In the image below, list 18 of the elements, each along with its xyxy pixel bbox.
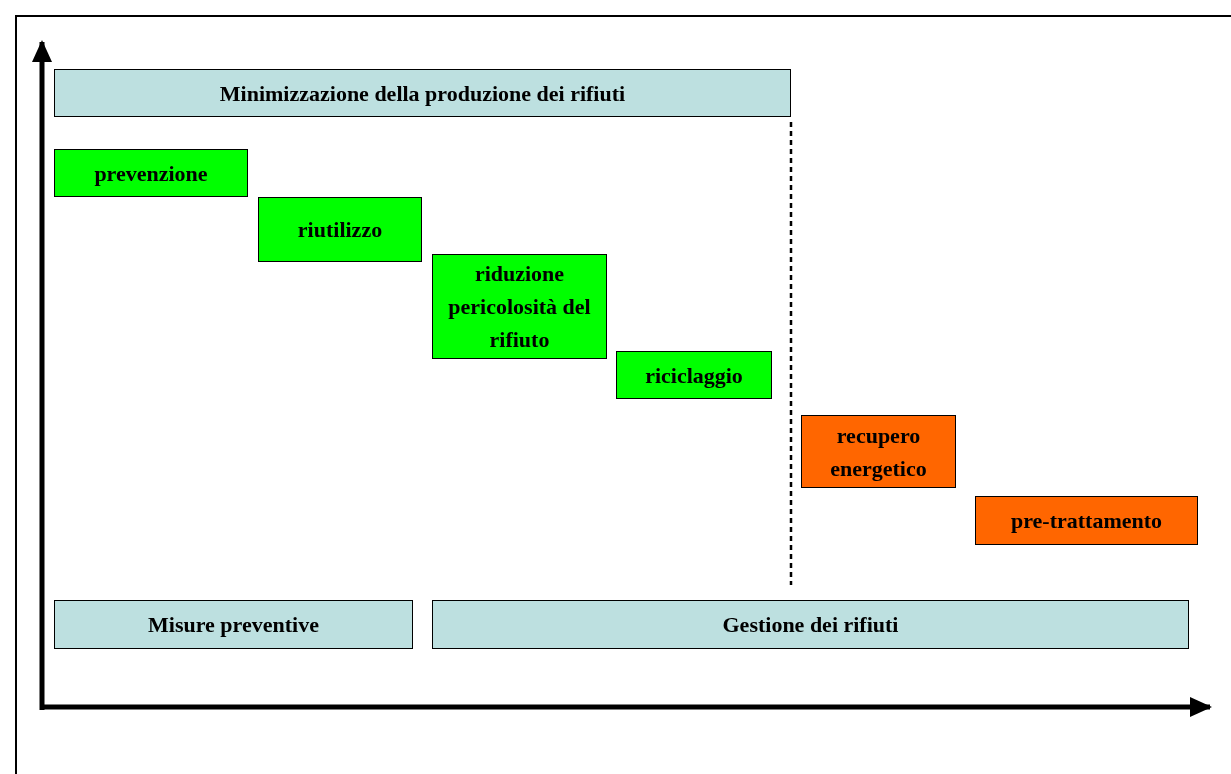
step-label: prevenzione: [94, 159, 208, 188]
category-band: [54, 600, 413, 649]
step-label: recupero energetico: [829, 421, 928, 483]
step-box: [616, 351, 772, 399]
step-label: riciclaggio: [645, 361, 743, 390]
step-label: riutilizzo: [297, 216, 383, 244]
step-label: Minimizzazione della produzione dei rifiuti: [219, 79, 626, 108]
step-label: Gestione dei rifiuti: [722, 611, 899, 639]
step-box: [432, 254, 607, 359]
category-band: [432, 600, 1189, 649]
step-box: [975, 496, 1198, 545]
category-band: [54, 69, 791, 117]
step-box: [801, 415, 956, 488]
step-box: [54, 149, 248, 197]
step-label: pre-trattamento: [1010, 507, 1163, 535]
step-label: Misure preventive: [148, 611, 319, 639]
step-label: riduzione pericolosità del rifiuto: [447, 260, 592, 354]
step-box: [258, 197, 422, 262]
